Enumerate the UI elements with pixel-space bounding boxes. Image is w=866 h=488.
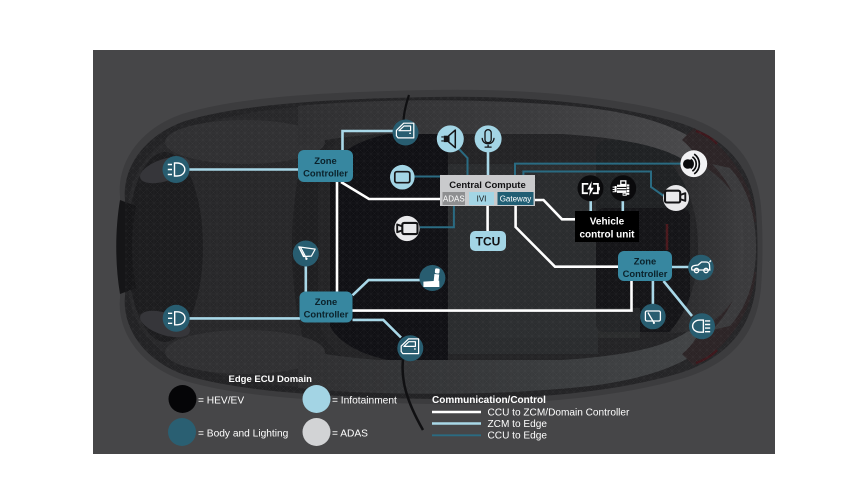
svg-text:TCU: TCU (476, 235, 501, 249)
svg-text:= Infotainment: = Infotainment (332, 396, 397, 407)
svg-text:Controller: Controller (304, 309, 349, 320)
svg-text:Vehicle: Vehicle (590, 217, 625, 228)
svg-text:Controller: Controller (623, 268, 668, 279)
svg-text:= HEV/EV: = HEV/EV (198, 396, 244, 407)
svg-text:Zone: Zone (634, 256, 656, 267)
svg-text:IVI: IVI (477, 195, 487, 204)
svg-text:ZCM to Edge: ZCM to Edge (488, 419, 548, 430)
svg-text:Zone: Zone (315, 296, 337, 307)
svg-text:Zone: Zone (314, 155, 336, 166)
svg-text:Communication/Control: Communication/Control (432, 395, 546, 406)
svg-text:control unit: control unit (580, 230, 636, 241)
svg-text:ADAS: ADAS (443, 195, 465, 204)
svg-text:CCU to ZCM/Domain Controller: CCU to ZCM/Domain Controller (488, 408, 631, 419)
svg-text:= ADAS: = ADAS (332, 429, 368, 440)
svg-text:Central Compute: Central Compute (449, 180, 526, 191)
svg-text:CCU to Edge: CCU to Edge (488, 431, 548, 442)
svg-text:Gateway: Gateway (500, 195, 532, 204)
svg-text:Edge ECU Domain: Edge ECU Domain (229, 374, 313, 385)
svg-text:= Body and Lighting: = Body and Lighting (198, 429, 289, 440)
svg-text:Controller: Controller (303, 168, 348, 179)
